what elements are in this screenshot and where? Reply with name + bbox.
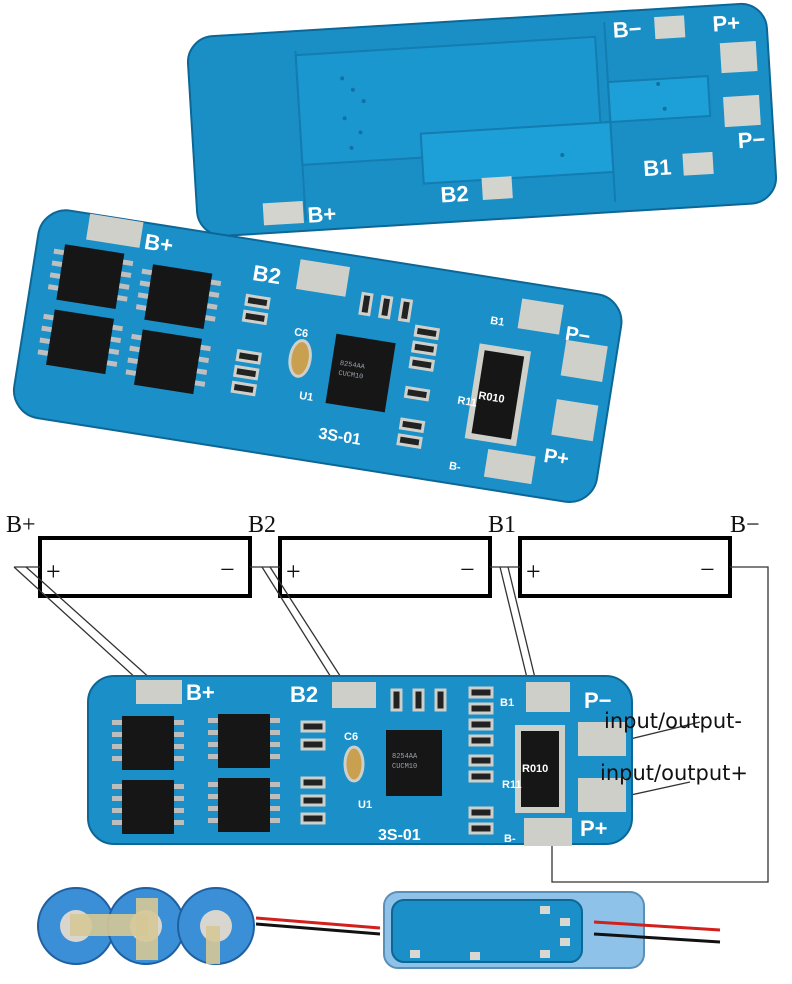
pad-bottom-b1 [526, 682, 570, 712]
label-bottom-r11: R11 [502, 779, 522, 791]
pad-top-b2 [481, 176, 513, 200]
label-mid-r11: R11 [457, 395, 478, 410]
cell-3 [518, 536, 732, 598]
pad-mid-p-minus [560, 339, 608, 382]
output-minus-label: input/output- [604, 709, 742, 733]
diagram-label-b2: B2 [248, 512, 276, 538]
label-bottom-model: 3S-01 [378, 827, 421, 844]
board-mid: 8254AA CUCM10 B+ B2 P− P+ 3S-01 U1 C6 R1… [12, 209, 623, 503]
label-mid-model: 3S-01 [317, 425, 362, 448]
pad-top-b-minus [654, 15, 686, 40]
label-mid-u1: U1 [298, 390, 314, 404]
cell-2-minus: − [460, 555, 475, 584]
pad-bottom-p-plus [578, 778, 626, 812]
label-mid-b2: B2 [251, 260, 283, 289]
shunt-resistor-bottom [515, 725, 565, 813]
label-bottom-p-plus: P+ [580, 816, 608, 841]
pad-bottom-b-minus [524, 818, 572, 846]
pad-top-b1 [682, 151, 714, 176]
label-top-b-plus: B+ [307, 201, 337, 228]
chip-u1 [325, 333, 396, 413]
label-top-b-minus: B− [612, 16, 642, 43]
pad-top-p-minus [723, 94, 761, 128]
cell-3-minus: − [700, 555, 715, 584]
label-mid-b1: B1 [489, 315, 505, 329]
diagram-label-b-minus: B− [730, 512, 760, 538]
battery-pack-side [383, 891, 721, 969]
label-mid-p-minus: P− [564, 323, 592, 349]
label-bottom-c6: C6 [344, 731, 358, 743]
diagram-label-b1: B1 [488, 512, 516, 538]
label-mid-b-minus: B- [448, 460, 462, 474]
pad-top-b-plus [262, 200, 304, 226]
label-mid-p-plus: P+ [542, 445, 570, 471]
pad-mid-p-plus [551, 399, 599, 442]
chip-u1-bottom [386, 730, 442, 796]
pad-bottom-b2 [332, 682, 376, 708]
board-bottom: 8254AA CUCM10 B+ B2 P− P+ 3S-01 U1 C6 R1… [87, 675, 633, 846]
label-bottom-b-plus: B+ [186, 680, 215, 705]
output-plus-label: input/output+ [600, 761, 748, 785]
svg-text:CUCM10: CUCM10 [392, 763, 417, 771]
mosfet-chips [37, 244, 222, 395]
mosfet-chips-bottom [112, 714, 280, 834]
pad-mid-b1 [517, 298, 564, 335]
label-bottom-b-minus: B- [504, 833, 516, 845]
label-mid-r010: R010 [478, 390, 506, 406]
label-top-b2: B2 [440, 181, 470, 208]
label-mid-b-plus: B+ [143, 229, 175, 258]
label-bottom-b2: B2 [290, 682, 318, 707]
pad-bottom-b-plus [136, 680, 182, 704]
cell-1 [38, 536, 252, 598]
label-bottom-b1: B1 [500, 697, 514, 709]
label-top-p-plus: P+ [712, 10, 741, 37]
label-top-b1: B1 [643, 154, 673, 181]
cell-1-minus: − [220, 555, 235, 584]
cell-3-plus: + [526, 557, 541, 586]
svg-text:CUCM10: CUCM10 [338, 370, 364, 382]
diagram-wires [13, 566, 769, 883]
cell-1-plus: + [46, 557, 61, 586]
wiring-diagram: B+ B2 B1 B− + − + − + − [6, 512, 769, 883]
diagram-label-b-plus: B+ [6, 512, 36, 538]
svg-text:8254AA: 8254AA [339, 360, 366, 372]
cell-2 [278, 536, 492, 598]
svg-text:8254AA: 8254AA [392, 753, 418, 761]
battery-pack-ends [37, 887, 381, 965]
label-mid-c6: C6 [293, 326, 309, 340]
pad-bottom-p-minus [578, 722, 626, 756]
board-top: B− P+ P− B1 B2 B+ [186, 2, 778, 237]
pad-mid-b2 [295, 259, 351, 297]
pad-mid-b-minus [483, 448, 536, 485]
label-bottom-p-minus: P− [584, 688, 612, 713]
label-bottom-u1: U1 [358, 799, 372, 811]
pad-top-p-plus [719, 41, 758, 74]
cell-2-plus: + [286, 557, 301, 586]
pad-mid-b-plus [86, 213, 144, 248]
shunt-resistor [464, 343, 532, 447]
label-bottom-r010: R010 [522, 763, 548, 775]
label-top-p-minus: P− [737, 127, 766, 154]
